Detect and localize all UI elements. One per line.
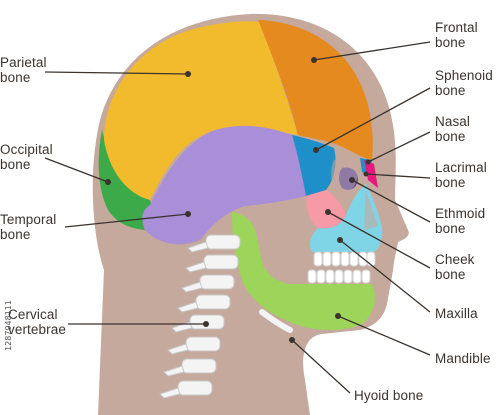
leader-parietal bbox=[44, 71, 189, 75]
upper-tooth bbox=[366, 251, 376, 267]
label-mandible: Mandible bbox=[435, 351, 491, 366]
sphenoid-bone bbox=[292, 135, 336, 196]
eye-socket bbox=[331, 159, 358, 194]
vertebra bbox=[199, 274, 235, 290]
spinous-process bbox=[167, 343, 189, 355]
label-maxilla: Maxilla bbox=[435, 306, 478, 321]
hyoid-bone bbox=[259, 309, 293, 333]
spinous-process bbox=[185, 261, 207, 273]
upper-tooth bbox=[340, 251, 350, 267]
upper-tooth bbox=[313, 251, 323, 267]
label-cheek: Cheek bone bbox=[435, 252, 475, 282]
label-temporal: Temporal bone bbox=[0, 212, 57, 242]
spinous-process bbox=[159, 387, 181, 399]
label-parietal: Parietal bone bbox=[0, 55, 47, 85]
ear-canal bbox=[251, 206, 279, 230]
label-sphenoid: Sphenoid bone bbox=[435, 68, 493, 98]
maxilla-bone bbox=[310, 184, 383, 252]
lower-tooth bbox=[316, 269, 326, 284]
label-nasal: Nasal bone bbox=[435, 114, 471, 144]
lower-tooth bbox=[352, 269, 362, 284]
spinous-process bbox=[181, 281, 203, 293]
upper-tooth bbox=[331, 251, 341, 267]
leader-ethmoid bbox=[351, 179, 431, 223]
leader-lacrimal bbox=[365, 173, 431, 179]
label-lacrimal: Lacrimal bone bbox=[435, 160, 487, 190]
label-hyoid: Hyoid bone bbox=[354, 388, 424, 403]
label-occipital: Occipital bone bbox=[0, 142, 53, 172]
label-cervical: Cervical vertebrae bbox=[8, 307, 66, 337]
parietal-bone bbox=[104, 21, 298, 200]
leader-occipital bbox=[44, 157, 109, 183]
leader-lines bbox=[44, 41, 431, 394]
leader-maxilla bbox=[339, 239, 431, 313]
lower-tooth bbox=[325, 269, 335, 284]
lower-tooth bbox=[307, 269, 317, 284]
lower-tooth bbox=[343, 269, 353, 284]
leader-temporal bbox=[64, 213, 189, 228]
leader-mandible bbox=[337, 315, 431, 356]
lower-tooth bbox=[361, 269, 371, 284]
spinous-process bbox=[187, 241, 209, 253]
spinous-process bbox=[163, 365, 185, 377]
mandible-bone bbox=[232, 212, 375, 330]
nasal-cavity bbox=[364, 190, 378, 230]
spinous-process bbox=[177, 301, 199, 313]
leader-cheek bbox=[327, 211, 431, 269]
frontal-bone bbox=[258, 20, 373, 160]
leader-nasal bbox=[367, 131, 431, 163]
label-frontal: Frontal bone bbox=[435, 20, 478, 50]
upper-tooth bbox=[322, 251, 332, 267]
leader-hyoid bbox=[291, 339, 351, 394]
leader-frontal bbox=[313, 41, 431, 61]
leader-sphenoid bbox=[315, 87, 431, 151]
vertebra bbox=[205, 234, 241, 250]
vertebra bbox=[181, 358, 217, 374]
lower-tooth bbox=[334, 269, 344, 284]
label-ethmoid: Ethmoid bone bbox=[435, 206, 486, 236]
stock-id: 1287948111 bbox=[4, 300, 13, 351]
vertebra bbox=[195, 294, 231, 310]
occipital-bone bbox=[98, 130, 160, 231]
vertebra bbox=[185, 336, 221, 352]
leader-dots bbox=[105, 57, 371, 343]
cheek-bone bbox=[306, 190, 346, 229]
vertebra bbox=[203, 254, 239, 270]
vertebra bbox=[177, 380, 213, 396]
